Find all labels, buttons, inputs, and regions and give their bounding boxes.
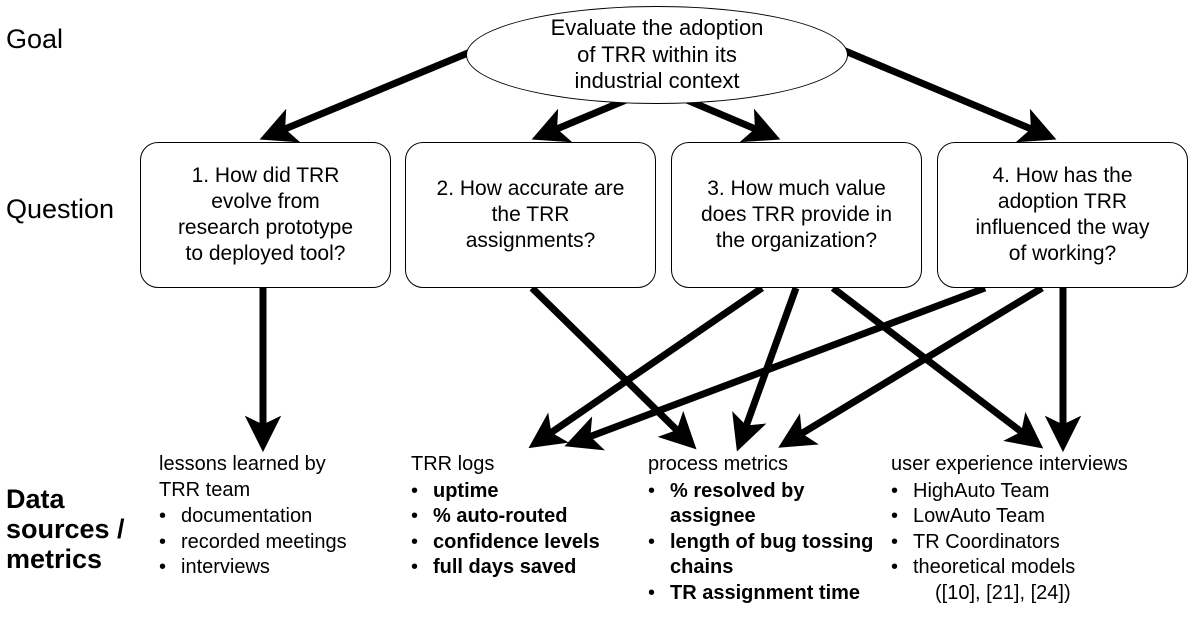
- question-3-text: 3. How much value does TRR provide in th…: [700, 176, 893, 253]
- question-4-text: 4. How has the adoption TRR influenced t…: [975, 163, 1150, 266]
- bullet-icon: •: [648, 479, 656, 502]
- data-source-4-header: user experience interviews: [891, 453, 1128, 475]
- goal-text: Evaluate the adoption of TRR within its …: [550, 14, 764, 94]
- row-label-data-sources: Data sources / metrics: [6, 484, 125, 575]
- data-source-2-header: TRR logs: [411, 453, 495, 475]
- arrow-goal-to-q4: [836, 44, 1057, 143]
- data-source-2-item-1: uptime: [433, 479, 499, 502]
- list-item: • confidence levels: [411, 530, 646, 556]
- arrow-q2-to-c3: [529, 285, 697, 450]
- data-source-2-item-2: % auto-routed: [433, 505, 568, 528]
- list-item: • length of bug tossing chains: [648, 530, 888, 581]
- list-item: • uptime: [411, 479, 646, 505]
- question-box-4[interactable]: 4. How has the adoption TRR influenced t…: [937, 142, 1188, 288]
- arrow-goal-to-q1: [259, 44, 482, 143]
- data-source-4-item-2: LowAuto Team: [913, 505, 1045, 528]
- row-label-data-line2: sources /: [6, 514, 125, 545]
- data-source-3-item-1: % resolved by assignee: [670, 479, 805, 528]
- bullet-icon: •: [159, 505, 167, 528]
- question-box-1[interactable]: 1. How did TRR evolve from research prot…: [140, 142, 391, 288]
- list-item: • % auto-routed: [411, 504, 646, 530]
- bullet-icon: •: [411, 505, 419, 528]
- question-box-2[interactable]: 2. How accurate are the TRR assignments?: [405, 142, 656, 288]
- bullet-icon: •: [891, 505, 899, 528]
- bullet-icon: •: [648, 530, 656, 553]
- data-source-column-3: process metrics • % resolved by assignee…: [648, 452, 888, 607]
- data-source-3-item-2: length of bug tossing chains: [670, 530, 874, 579]
- bullet-icon: •: [411, 530, 419, 553]
- list-item: • LowAuto Team: [891, 504, 1191, 530]
- goal-node[interactable]: Evaluate the adoption of TRR within its …: [466, 6, 848, 104]
- bullet-icon: •: [159, 556, 167, 579]
- list-item: • theoretical models: [891, 555, 1191, 581]
- data-source-2-item-3: confidence levels: [433, 530, 600, 553]
- arrow-q3-to-c3: [732, 286, 800, 452]
- data-source-1-item-1: documentation: [181, 505, 313, 528]
- list-item: • full days saved: [411, 555, 646, 581]
- bullet-icon: •: [159, 530, 167, 553]
- data-source-column-2: TRR logs • uptime • % auto-routed • conf…: [411, 452, 646, 581]
- data-source-2-list: • uptime • % auto-routed • confidence le…: [411, 479, 646, 581]
- list-item: • % resolved by assignee: [648, 479, 888, 530]
- list-item: • TR Coordinators: [891, 530, 1191, 556]
- data-source-column-1: lessons learned by TRR team • documentat…: [159, 452, 409, 581]
- data-source-4-item-1: HighAuto Team: [913, 479, 1050, 502]
- data-source-1-list: • documentation • recorded meetings • in…: [159, 504, 409, 581]
- bullet-icon: •: [411, 479, 419, 502]
- arrow-q3-to-c2: [528, 285, 764, 449]
- data-source-1-item-3: interviews: [181, 556, 270, 579]
- data-source-4-item-4: theoretical models: [913, 556, 1076, 579]
- row-label-goal: Goal: [6, 24, 64, 54]
- data-source-column-4: user experience interviews • HighAuto Te…: [891, 452, 1191, 607]
- list-item: • documentation: [159, 504, 409, 530]
- bullet-icon: •: [891, 479, 899, 502]
- data-source-3-list: • % resolved by assignee • length of bug…: [648, 479, 888, 607]
- question-1-text: 1. How did TRR evolve from research prot…: [177, 163, 354, 266]
- data-source-4-item-3: TR Coordinators: [913, 530, 1060, 553]
- arrow-q3-to-c4: [830, 285, 1044, 449]
- data-source-1-header: lessons learned by TRR team: [159, 453, 326, 501]
- bullet-icon: •: [891, 556, 899, 579]
- data-source-1-item-2: recorded meetings: [181, 530, 347, 553]
- data-source-4-list: • HighAuto Team • LowAuto Team • TR Coor…: [891, 479, 1191, 581]
- list-item: • HighAuto Team: [891, 479, 1191, 505]
- bullet-icon: •: [891, 530, 899, 553]
- arrow-q4-to-c2: [564, 284, 987, 451]
- data-source-4-citation: ([10], [21], [24]): [935, 581, 1071, 604]
- row-label-question: Question: [6, 194, 115, 224]
- question-box-3[interactable]: 3. How much value does TRR provide in th…: [671, 142, 922, 288]
- bullet-icon: •: [648, 581, 656, 604]
- question-2-text: 2. How accurate are the TRR assignments?: [436, 176, 625, 253]
- arrow-q4-to-c3: [778, 285, 1044, 448]
- list-item: • TR assignment time: [648, 581, 888, 607]
- data-source-3-header: process metrics: [648, 453, 789, 475]
- row-label-data-line3: metrics: [6, 544, 103, 575]
- row-label-data-line1: Data: [6, 484, 65, 514]
- list-item: • interviews: [159, 555, 409, 581]
- data-source-2-item-4: full days saved: [433, 556, 577, 579]
- list-item: • recorded meetings: [159, 530, 409, 556]
- bullet-icon: •: [411, 556, 419, 579]
- data-source-3-item-3: TR assignment time: [670, 581, 861, 604]
